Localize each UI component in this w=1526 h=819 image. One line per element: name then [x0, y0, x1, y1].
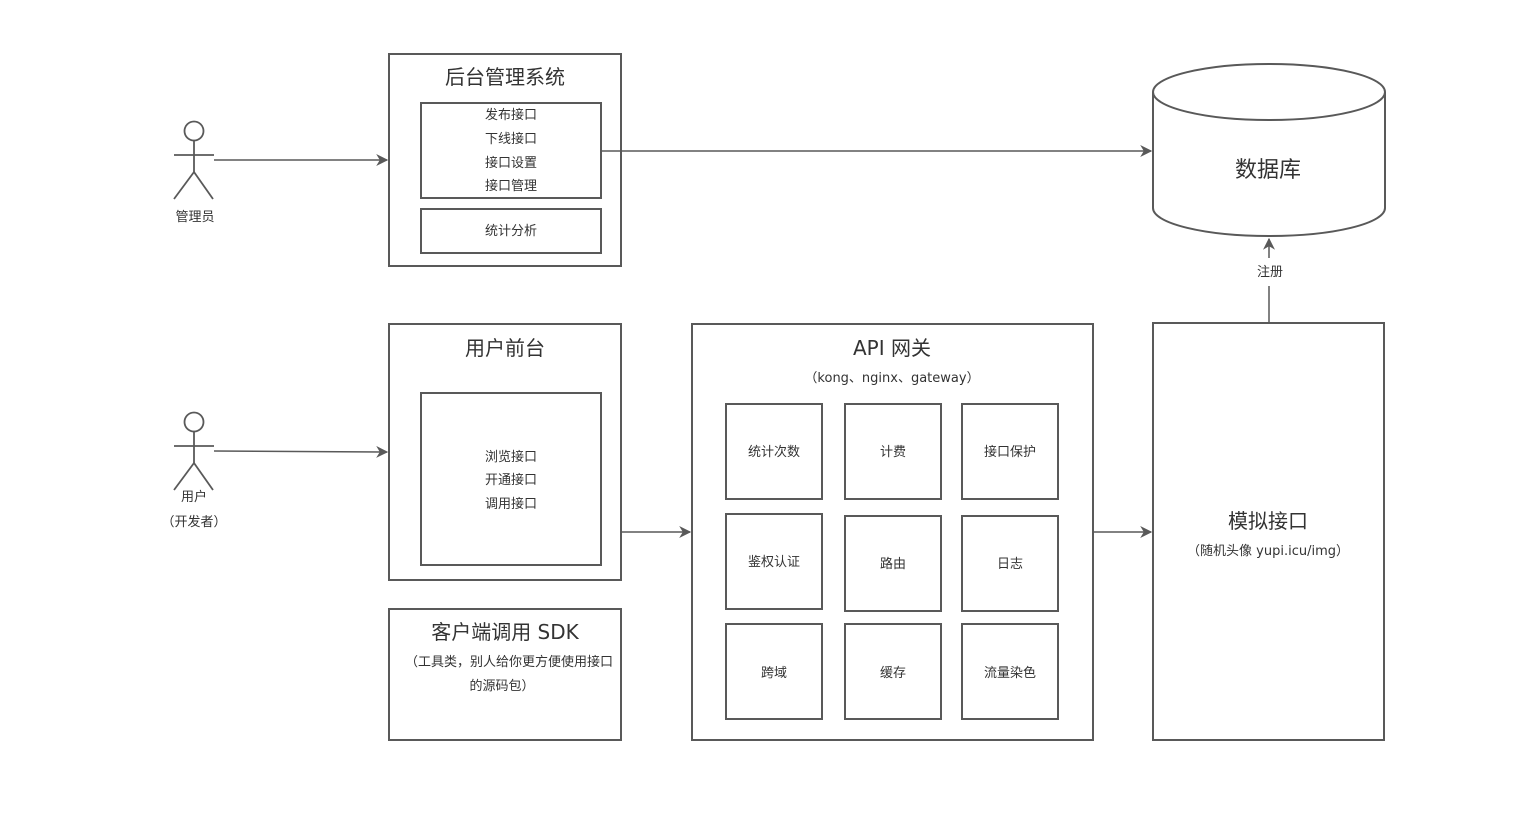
- user-item-activate: 开通接口: [485, 472, 537, 488]
- gateway-cell-logging: [961, 515, 1059, 612]
- user-actor-sublabel: （开发者）: [161, 514, 226, 530]
- api-gateway-subtitle: （kong、nginx、gateway）: [804, 371, 979, 386]
- mock-api-title: 模拟接口: [1228, 509, 1308, 533]
- sdk-desc-line1: （工具类，别人给你更方便使用接口: [405, 654, 613, 670]
- gateway-cell-cache: [844, 623, 942, 720]
- gateway-cell-count-label: 统计次数: [748, 444, 800, 460]
- edge-register-label: 注册: [1257, 265, 1283, 280]
- sdk-title: 客户端调用 SDK: [431, 620, 579, 644]
- admin-stats-label: 统计分析: [485, 224, 537, 239]
- gateway-cell-traffic-coloring-label: 流量染色: [984, 665, 1036, 681]
- gateway-cell-billing: [844, 403, 942, 500]
- gateway-cell-routing: [844, 515, 942, 612]
- admin-item-offline: 下线接口: [485, 131, 537, 147]
- user-actor-icon: [173, 411, 214, 491]
- edge-user-to-user-front: [213, 445, 389, 458]
- user-item-browse: 浏览接口: [485, 449, 537, 465]
- gateway-cell-cache-label: 缓存: [880, 666, 906, 681]
- gateway-cell-logging-label: 日志: [997, 557, 1023, 572]
- admin-system-title: 后台管理系统: [445, 65, 565, 89]
- user-actor-label: 用户: [181, 489, 207, 505]
- admin-item-publish: 发布接口: [485, 107, 537, 123]
- user-item-invoke: 调用接口: [485, 496, 537, 512]
- gateway-cell-cors: [725, 623, 823, 720]
- database-label: 数据库: [1235, 158, 1301, 183]
- mock-api-box: [1152, 322, 1385, 741]
- admin-item-settings: 接口设置: [485, 155, 537, 171]
- api-gateway-title: API 网关: [853, 336, 931, 360]
- gateway-cell-count: [725, 403, 823, 500]
- admin-stats-box: [420, 208, 602, 254]
- gateway-cell-billing-label: 计费: [880, 445, 906, 460]
- gateway-cell-protection: [961, 403, 1059, 500]
- gateway-cell-cors-label: 跨域: [761, 666, 787, 681]
- admin-functions-box: [420, 102, 602, 199]
- gateway-cell-auth: [725, 513, 823, 610]
- gateway-cell-auth-label: 鉴权认证: [748, 554, 800, 570]
- gateway-cell-routing-label: 路由: [880, 556, 906, 572]
- gateway-cell-protection-label: 接口保护: [984, 444, 1036, 460]
- mock-api-subtitle: （随机头像 yupi.icu/img）: [1187, 544, 1349, 559]
- gateway-cell-traffic-coloring: [961, 623, 1059, 720]
- user-functions-box: [420, 392, 602, 566]
- admin-item-manage: 接口管理: [485, 178, 537, 194]
- user-front-title: 用户前台: [465, 336, 545, 360]
- admin-actor-icon: [173, 120, 214, 200]
- sdk-desc-line2: 的源码包）: [469, 678, 534, 694]
- database-cylinder-icon: [1152, 63, 1386, 237]
- admin-actor-label: 管理员: [175, 210, 214, 225]
- sdk-box: [388, 608, 622, 741]
